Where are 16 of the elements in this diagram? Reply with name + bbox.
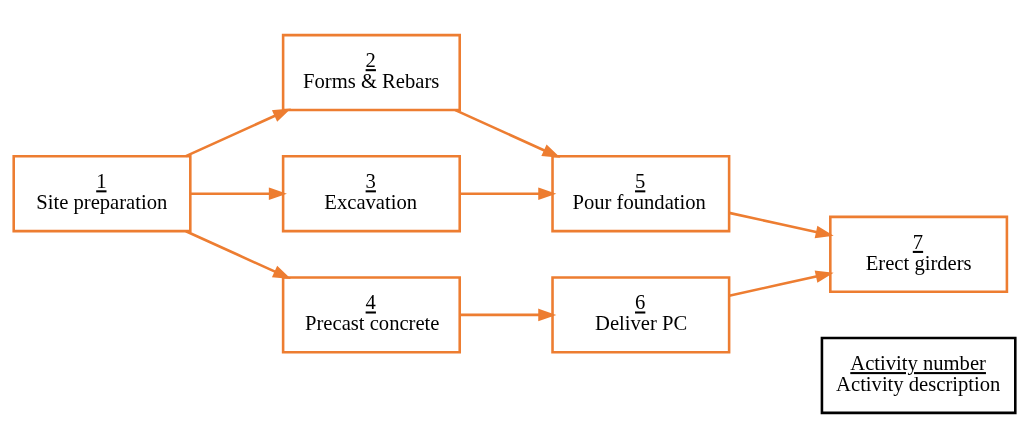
arrow bbox=[460, 308, 557, 322]
node-box: 6 Deliver PC bbox=[551, 276, 731, 354]
node-box: 2 Forms & Rebars bbox=[281, 33, 461, 112]
arrow bbox=[190, 187, 287, 201]
arrow bbox=[460, 187, 557, 201]
arrow bbox=[728, 270, 834, 297]
node-box: 3 Excavation bbox=[281, 155, 461, 233]
arrow bbox=[185, 230, 291, 279]
node-box: Activity number Activity description bbox=[820, 336, 1017, 415]
arrow bbox=[728, 211, 834, 239]
node-box: 1 Site preparation bbox=[12, 155, 192, 233]
node-box: 5 Pour foundation bbox=[551, 155, 731, 233]
node-box: 7 Erect girders bbox=[829, 215, 1009, 293]
arrow bbox=[185, 108, 291, 158]
node-box: 4 Precast concrete bbox=[281, 276, 461, 354]
arrow bbox=[454, 108, 561, 158]
